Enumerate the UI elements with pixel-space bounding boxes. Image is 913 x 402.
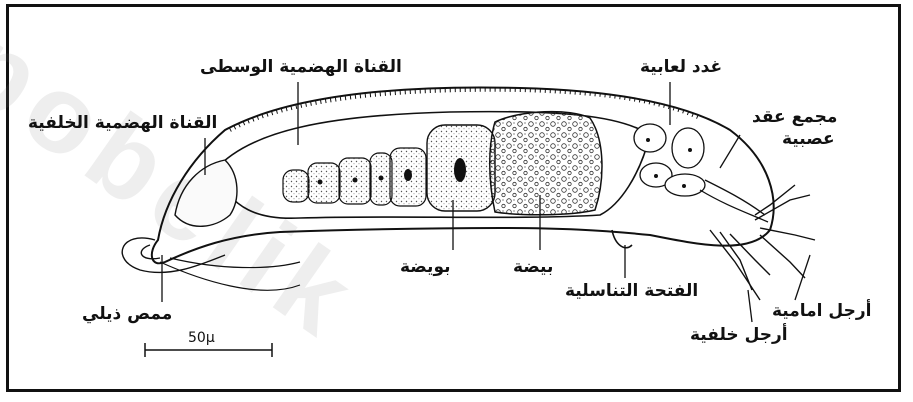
- scale-label: 50μ: [188, 330, 215, 346]
- caudal-setae: [160, 258, 300, 290]
- label-hindgut: القناة الهضمية الخلفية: [28, 114, 217, 134]
- hind-legs: [710, 230, 770, 300]
- label-hind-legs: أرجل خلفية: [690, 326, 788, 346]
- label-nerve-ganglia-2: عصبية: [782, 130, 835, 150]
- front-legs: [755, 185, 815, 278]
- label-nerve-ganglia-1: مجمع عقد: [752, 108, 837, 128]
- oocyte-chain: [283, 148, 426, 206]
- label-genital-opening: الفتحة التناسلية: [565, 282, 698, 302]
- salivary-glands: [634, 124, 705, 196]
- label-oocyte: بويضة: [400, 258, 451, 278]
- label-midgut: القناة الهضمية الوسطى: [200, 58, 402, 78]
- label-egg: بيضة: [513, 258, 553, 278]
- label-front-legs: أرجل امامية: [772, 302, 871, 322]
- label-caudal-sucker: ممص ذيلي: [82, 305, 172, 325]
- egg: [490, 112, 602, 215]
- dorsal-setae: [230, 90, 700, 130]
- nerve-ganglia: [700, 180, 768, 222]
- label-salivary-glands: غدد لعابية: [640, 58, 722, 78]
- hindgut: [175, 160, 237, 226]
